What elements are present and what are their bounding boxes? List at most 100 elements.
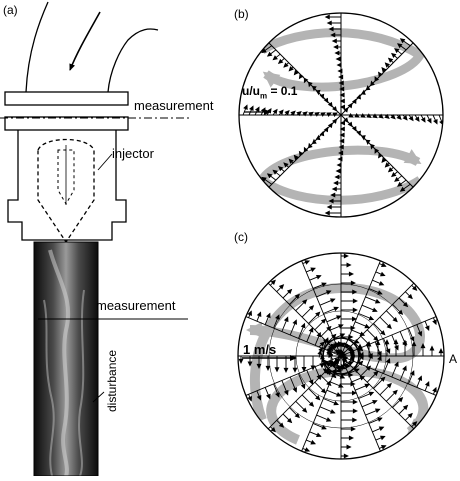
- vector-head: [302, 384, 305, 388]
- vector-head: [335, 175, 339, 178]
- point-a-label: A: [449, 352, 457, 366]
- vector-head: [248, 311, 251, 315]
- vector-head: [326, 15, 330, 18]
- vector-head: [434, 120, 437, 124]
- vector-head: [369, 392, 373, 395]
- injector-schematic: [0, 2, 190, 242]
- feed-pipe-right: [108, 29, 158, 92]
- vector-head: [326, 211, 330, 214]
- vector-head: [310, 328, 313, 332]
- vector-head: [347, 445, 351, 448]
- vector-head: [321, 113, 325, 116]
- vector-head: [285, 317, 288, 321]
- vector-head: [334, 402, 338, 405]
- vector-head: [333, 187, 337, 190]
- vector-head: [267, 394, 270, 398]
- absolute-velocity-scale: 1 m/s: [243, 342, 276, 357]
- vector-head: [284, 368, 287, 372]
- vector-head: [305, 448, 309, 451]
- vector-head: [347, 263, 351, 266]
- vector-head: [382, 263, 386, 266]
- vector-head: [403, 366, 406, 370]
- vector-head: [311, 441, 315, 444]
- vector-head: [398, 183, 402, 187]
- vector-head: [381, 273, 385, 276]
- vector-head: [379, 427, 383, 430]
- inflow-arrow: [70, 12, 100, 70]
- vector-head: [418, 376, 421, 380]
- injector-leader: [98, 154, 112, 170]
- vector-head: [344, 454, 348, 457]
- vector-head: [317, 433, 321, 436]
- vector-head: [327, 418, 331, 421]
- vector-head: [379, 282, 383, 285]
- vector-head: [349, 436, 353, 439]
- vector-head: [244, 105, 247, 109]
- vector-head: [334, 45, 338, 48]
- vector-head: [376, 300, 380, 303]
- vector-head: [337, 393, 341, 396]
- disturbance-label: disturbance: [105, 350, 119, 412]
- vector-head: [328, 205, 332, 208]
- injector-body: [8, 130, 126, 240]
- vector-head: [256, 107, 259, 111]
- vector-head: [337, 169, 341, 172]
- vector-head: [266, 366, 269, 370]
- vector-head: [328, 21, 332, 24]
- vector-head: [331, 299, 335, 302]
- vector-head: [293, 368, 296, 372]
- vector-head: [353, 299, 357, 302]
- vector-head: [361, 114, 365, 117]
- swirl-arrow-c-lower: [271, 371, 423, 440]
- vector-head: [353, 400, 357, 403]
- vector-head: [433, 320, 436, 324]
- vector-head: [373, 308, 377, 311]
- vector-head: [382, 446, 386, 449]
- panel-label-b: (b): [234, 7, 249, 21]
- vector-head: [365, 325, 369, 328]
- vector-head: [275, 368, 278, 372]
- vector-head: [369, 317, 373, 320]
- vector-head: [334, 181, 338, 184]
- vector-head: [331, 410, 335, 413]
- vector-head: [258, 312, 261, 316]
- vector-head: [239, 359, 242, 363]
- top-flange: [5, 92, 128, 105]
- vector-head: [337, 316, 341, 319]
- vector-head: [305, 261, 309, 264]
- vector-head: [334, 307, 338, 310]
- vector-head: [373, 400, 377, 403]
- vector-head: [351, 427, 355, 430]
- vector-head: [426, 326, 429, 330]
- vector-head: [248, 397, 251, 401]
- vector-head: [365, 384, 369, 387]
- panel-label-c: (c): [234, 230, 248, 244]
- feed-pipe-left: [26, 2, 48, 92]
- vector-head: [378, 418, 382, 421]
- spray-jet: [34, 242, 98, 476]
- measurement-label-lower: measurement: [96, 298, 175, 313]
- injector-label: injector: [112, 146, 154, 161]
- vector-head: [337, 57, 341, 60]
- vector-head: [353, 308, 357, 311]
- vector-head: [395, 346, 398, 350]
- measurement-label-upper: measurement: [134, 98, 213, 113]
- vector-head: [333, 39, 337, 42]
- vector-head: [335, 51, 339, 54]
- vector-head: [349, 272, 353, 275]
- vector-head: [250, 106, 253, 110]
- panel-label-a: (a): [3, 3, 18, 17]
- vector-head: [381, 436, 385, 439]
- panel-b-plot: [239, 13, 443, 217]
- vector-head: [416, 117, 419, 121]
- vector-head: [433, 388, 436, 392]
- mid-flange: [5, 117, 128, 130]
- vector-head: [267, 314, 270, 318]
- vector-head: [311, 268, 315, 271]
- vector-head: [426, 382, 429, 386]
- vector-head: [353, 409, 357, 412]
- vector-head: [439, 349, 442, 353]
- vector-head: [353, 418, 357, 421]
- velocity-ratio-scale: u/um = 0.1: [242, 84, 297, 100]
